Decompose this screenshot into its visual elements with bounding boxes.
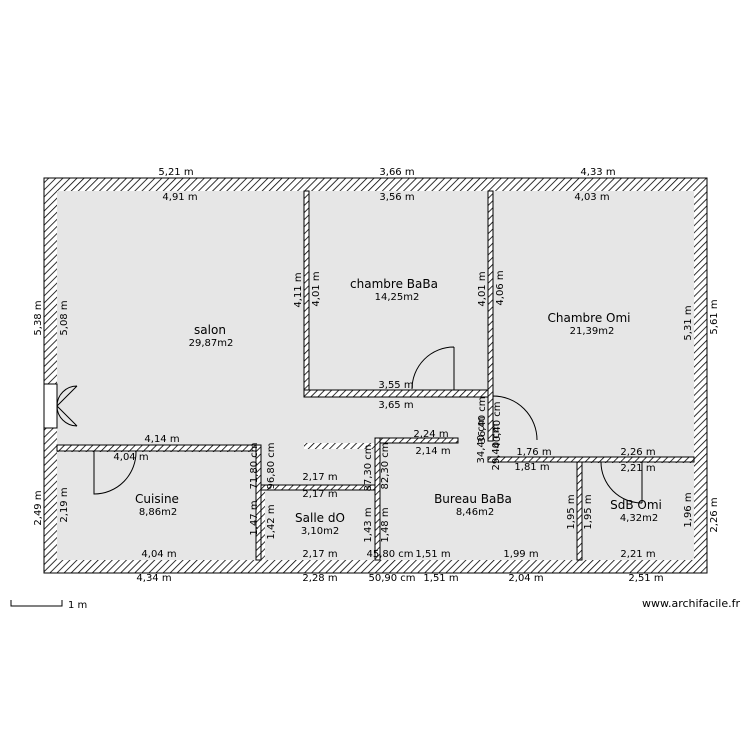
dim-v-36-40: 36,40 cm	[477, 396, 488, 443]
room-name-salon: salon	[194, 323, 226, 337]
room-name-sdb-omi: SdB Omi	[610, 498, 662, 512]
dim-right-outer-bottom: 2,26 m	[709, 497, 720, 532]
dim-bottom-outer-5: 2,04 m	[508, 573, 543, 584]
dim-wall-a-right: 4,01 m	[311, 271, 322, 306]
dim-corridor-1: 1,81 m	[514, 462, 549, 473]
baba-door-swing	[411, 346, 455, 390]
dim-salle-top: 2,17 m	[302, 472, 337, 483]
dim-top-outer-2: 3,66 m	[379, 167, 414, 178]
dim-wall-b-right: 4,06 m	[495, 270, 506, 305]
wall-salle-bureau	[374, 437, 381, 561]
dim-right-inner-top: 5,31 m	[683, 305, 694, 340]
omi-door-swing	[492, 395, 538, 441]
dim-v-87-30: 87,30 cm	[363, 444, 374, 491]
dim-bottom-inner-1: 4,04 m	[141, 549, 176, 560]
floor-chambre-omi	[493, 191, 694, 457]
dim-left-outer-top: 5,38 m	[33, 300, 44, 335]
front-door-opening	[43, 383, 58, 429]
dim-v-82-30: 82,30 cm	[380, 442, 391, 489]
room-area-cuisine: 8,86m2	[139, 507, 177, 518]
room-area-salon: 29,87m2	[189, 338, 234, 349]
room-area-bureau-baba: 8,46m2	[456, 507, 494, 518]
dim-bottom-inner-6: 2,21 m	[620, 549, 655, 560]
wall-salon-cuisine	[56, 444, 261, 452]
room-area-chambre-omi: 21,39m2	[570, 326, 615, 337]
dim-bottom-outer-4: 1,51 m	[423, 573, 458, 584]
floor-corridor-right	[493, 457, 585, 560]
dim-wall-a-left: 4,11 m	[293, 272, 304, 307]
dim-sdb-top-inner: 2,21 m	[620, 463, 655, 474]
room-area-salle-do: 3,10m2	[301, 526, 339, 537]
room-area-sdb-omi: 4,32m2	[620, 513, 658, 524]
dim-bottom-outer-6: 2,51 m	[628, 573, 663, 584]
floor-corridor-left	[256, 449, 380, 485]
dim-top-inner-1: 4,91 m	[162, 192, 197, 203]
dim-cuisine-top: 4,04 m	[113, 452, 148, 463]
floor-salon	[57, 191, 304, 445]
scale-bar	[10, 600, 63, 607]
dim-salle-h2: 1,43 m	[363, 507, 374, 542]
room-name-chambre-omi: Chambre Omi	[548, 311, 631, 325]
wall-baba-bottom	[303, 389, 489, 398]
dim-bottom-outer-3: 50,90 cm	[368, 573, 415, 584]
dim-sdb-top-outer: 2,26 m	[620, 447, 655, 458]
floor-sdb-omi	[585, 463, 694, 560]
wall-salon-baba	[303, 190, 310, 398]
dim-left-inner-bottom: 2,19 m	[59, 487, 70, 522]
dim-cuisine-h1: 1,47 m	[249, 500, 260, 535]
dim-bureau-h2: 1,95 m	[566, 494, 577, 529]
dim-salle-inner-top: 2,17 m	[302, 489, 337, 500]
dim-bottom-inner-2: 2,17 m	[302, 549, 337, 560]
dim-right-inner-bottom: 1,96 m	[683, 492, 694, 527]
dim-v-40-40: 40,40 cm	[492, 401, 503, 448]
floor-salle-do	[265, 490, 375, 560]
dim-baba-bottom-inner: 3,55 m	[378, 380, 413, 391]
dim-bureau-top-1: 2,24 m	[413, 429, 448, 440]
floor-chambre-baba	[309, 191, 488, 390]
floor-corridor	[304, 397, 493, 443]
dim-bottom-outer-1: 4,34 m	[136, 573, 171, 584]
credit-text: www.archifacile.fr	[642, 597, 740, 610]
dim-v-29-40: 29,40 cm	[491, 423, 502, 470]
wall-bureau-top	[379, 437, 459, 444]
dim-bottom-inner-5: 1,99 m	[503, 549, 538, 560]
dim-bureau-top-2: 2,14 m	[415, 446, 450, 457]
dim-salon-bottom: 4,14 m	[144, 434, 179, 445]
room-name-bureau-baba: Bureau BaBa	[434, 492, 512, 506]
dim-baba-bottom-outer: 3,65 m	[378, 400, 413, 411]
dim-corridor-2: 1,76 m	[516, 447, 551, 458]
front-door-swing	[56, 385, 78, 427]
floor-cuisine	[57, 452, 256, 560]
wall-bureau-sdb	[576, 461, 583, 561]
scale-label: 1 m	[68, 600, 87, 611]
sdb-door-swing	[600, 461, 643, 504]
dim-bottom-outer-2: 2,28 m	[302, 573, 337, 584]
room-area-chambre-baba: 14,25m2	[375, 292, 420, 303]
wall-corridor-omi	[487, 456, 695, 463]
room-name-cuisine: Cuisine	[135, 492, 179, 506]
dim-bottom-inner-3: 45,80 cm	[366, 549, 413, 560]
dim-left-inner-top: 5,08 m	[59, 300, 70, 335]
dim-salle-h1: 1,42 m	[266, 504, 277, 539]
dim-v-96-80: 96,80 cm	[266, 442, 277, 489]
dim-wall-b-left: 4,01 m	[477, 271, 488, 306]
dim-sdb-h1: 1,95 m	[583, 494, 594, 529]
dim-top-outer-1: 5,21 m	[158, 167, 193, 178]
dim-top-inner-3: 4,03 m	[574, 192, 609, 203]
dim-v-71-80: 71,80 cm	[249, 442, 260, 489]
wall-cuisine-salle	[255, 444, 262, 561]
dim-bottom-inner-4: 1,51 m	[415, 549, 450, 560]
dim-right-outer-top: 5,61 m	[709, 299, 720, 334]
cuisine-door-swing	[93, 450, 137, 495]
dim-top-outer-3: 4,33 m	[580, 167, 615, 178]
dim-v-34-40: 34,40 cm	[476, 416, 487, 463]
dim-top-inner-2: 3,56 m	[379, 192, 414, 203]
wall-baba-omi	[487, 190, 494, 442]
room-name-chambre-baba: chambre BaBa	[350, 277, 438, 291]
dim-left-outer-bottom: 2,49 m	[33, 490, 44, 525]
dim-bureau-h1: 1,48 m	[380, 507, 391, 542]
room-name-salle-do: Salle dO	[295, 511, 345, 525]
